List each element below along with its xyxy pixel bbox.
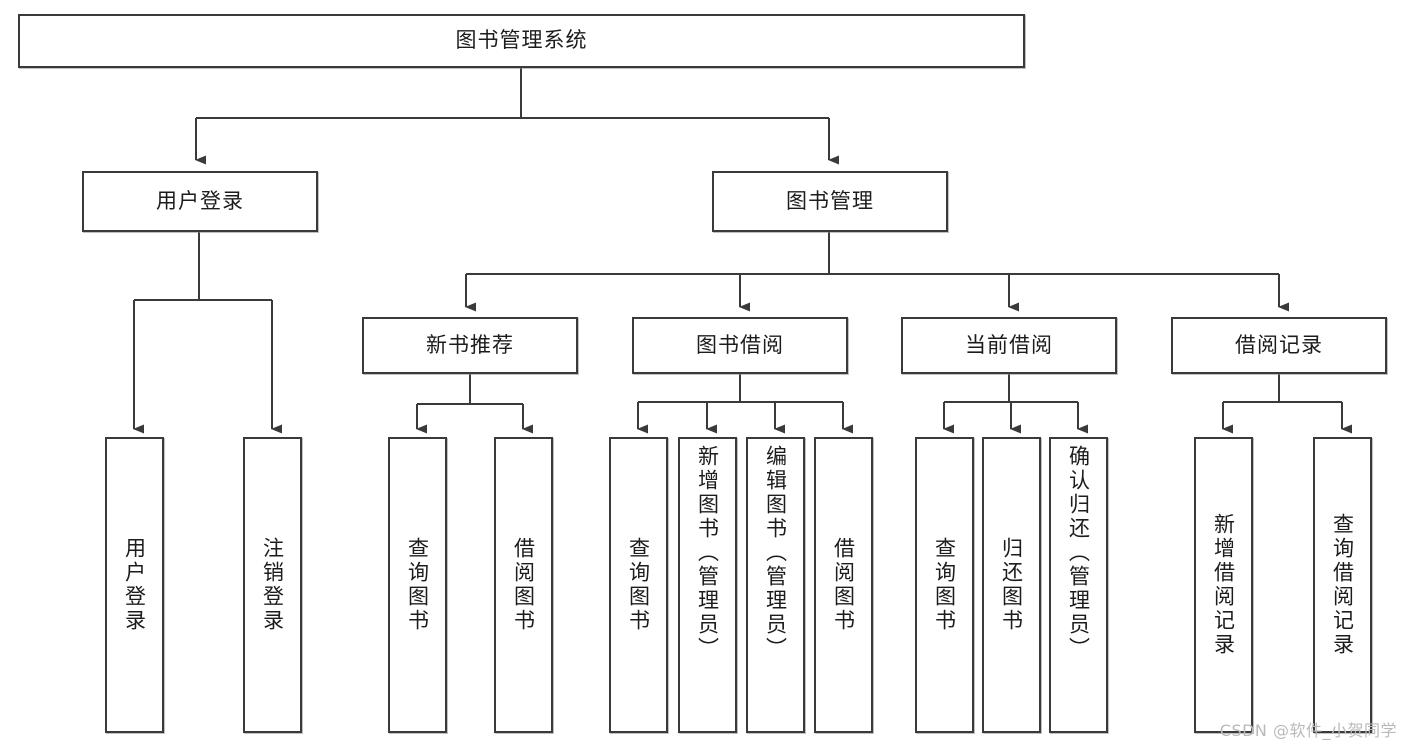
node-root-label: 图书管理系统 <box>455 28 588 53</box>
node-leaf-user-login[interactable]: 用户登录 <box>105 437 164 733</box>
node-leaf-borrow-query-book[interactable]: 查询图书 <box>609 437 668 733</box>
node-leaf-borrow-edit-book[interactable]: 编辑图书（管理员） <box>746 437 805 733</box>
node-leaf-recommend-query-book[interactable]: 查询图书 <box>388 437 447 733</box>
node-borrow-records-label: 借阅记录 <box>1235 332 1323 357</box>
node-book-borrow-label: 图书借阅 <box>696 332 784 357</box>
node-book-management-label: 图书管理 <box>786 188 874 213</box>
node-leaf-records-add-label: 新增借阅记录 <box>1211 513 1236 657</box>
node-leaf-current-query-book[interactable]: 查询图书 <box>915 437 974 733</box>
node-leaf-borrow-add-book-label: 新增图书（管理员） <box>695 445 720 661</box>
node-leaf-current-confirm-return[interactable]: 确认归还（管理员） <box>1049 437 1108 733</box>
node-borrow-records[interactable]: 借阅记录 <box>1171 317 1387 374</box>
node-leaf-records-search[interactable]: 查询借阅记录 <box>1313 437 1372 733</box>
node-current-borrow[interactable]: 当前借阅 <box>901 317 1117 374</box>
csdn-watermark: CSDN @软件_小贺同学 <box>1219 721 1397 740</box>
node-leaf-user-login-label: 用户登录 <box>122 537 147 633</box>
node-leaf-records-add[interactable]: 新增借阅记录 <box>1194 437 1253 733</box>
node-leaf-current-return-book-label: 归还图书 <box>999 537 1024 633</box>
node-leaf-current-confirm-return-label: 确认归还（管理员） <box>1066 445 1091 661</box>
node-new-book-recommend[interactable]: 新书推荐 <box>362 317 578 374</box>
node-leaf-borrow-query-book-label: 查询图书 <box>626 537 651 633</box>
node-book-management[interactable]: 图书管理 <box>712 171 948 232</box>
node-root[interactable]: 图书管理系统 <box>18 14 1025 68</box>
node-leaf-borrow-add-book[interactable]: 新增图书（管理员） <box>678 437 737 733</box>
node-leaf-borrow-lend-book[interactable]: 借阅图书 <box>814 437 873 733</box>
node-leaf-records-search-label: 查询借阅记录 <box>1330 513 1355 657</box>
node-leaf-user-logout[interactable]: 注销登录 <box>243 437 302 733</box>
node-leaf-recommend-query-book-label: 查询图书 <box>405 537 430 633</box>
node-user-login-label: 用户登录 <box>156 188 244 213</box>
node-book-borrow[interactable]: 图书借阅 <box>632 317 848 374</box>
node-leaf-current-query-book-label: 查询图书 <box>932 537 957 633</box>
node-leaf-recommend-borrow-book-label: 借阅图书 <box>511 537 536 633</box>
node-leaf-current-return-book[interactable]: 归还图书 <box>982 437 1041 733</box>
node-leaf-recommend-borrow-book[interactable]: 借阅图书 <box>494 437 553 733</box>
node-leaf-borrow-edit-book-label: 编辑图书（管理员） <box>763 445 788 661</box>
node-user-login[interactable]: 用户登录 <box>82 171 318 232</box>
node-leaf-user-logout-label: 注销登录 <box>260 537 285 633</box>
node-new-book-recommend-label: 新书推荐 <box>426 332 514 357</box>
node-leaf-borrow-lend-book-label: 借阅图书 <box>831 537 856 633</box>
node-current-borrow-label: 当前借阅 <box>965 332 1053 357</box>
